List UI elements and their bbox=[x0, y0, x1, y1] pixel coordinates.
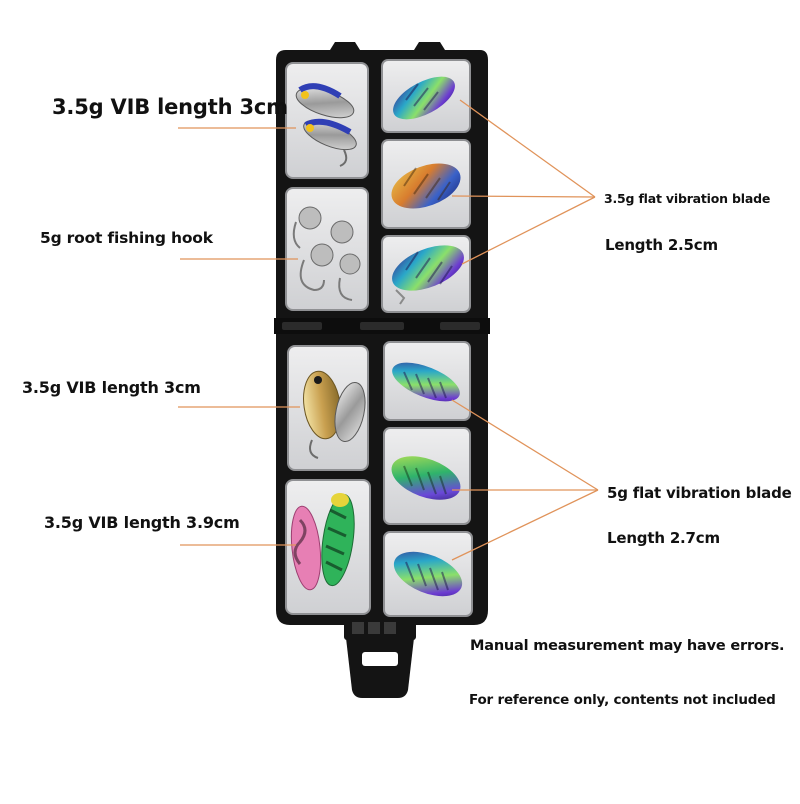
vibration-blade-icon bbox=[391, 163, 461, 209]
vib-lure-icon bbox=[295, 83, 357, 167]
vib-lure-icon bbox=[303, 370, 366, 459]
note-reference: For reference only, contents not include… bbox=[469, 692, 776, 708]
label-vib-bottom-left: 3.5g VIB length 3.9cm bbox=[44, 513, 240, 532]
label-blade-top-length: Length 2.5cm bbox=[605, 236, 718, 254]
jig-hook-icon bbox=[292, 206, 361, 301]
leader-lines bbox=[178, 99, 599, 561]
vibration-blade-icon bbox=[393, 551, 463, 597]
label-blade-bottom-title: 5g flat vibration blade bbox=[607, 484, 792, 502]
vibration-blade-icon bbox=[392, 362, 460, 402]
label-root-fishing-hook: 5g root fishing hook bbox=[40, 229, 213, 247]
vibration-blade-icon bbox=[392, 245, 464, 305]
vibration-blade-icon bbox=[393, 76, 455, 120]
vib-lure-icon bbox=[290, 493, 355, 591]
label-blade-top-title: 3.5g flat vibration blade bbox=[604, 191, 771, 206]
label-vib-mid-left: 3.5g VIB length 3cm bbox=[22, 378, 201, 397]
note-measurement: Manual measurement may have errors. bbox=[470, 638, 785, 654]
label-vib-top-left: 3.5g VIB length 3cm bbox=[52, 95, 288, 119]
vibration-blade-icon bbox=[391, 456, 461, 500]
label-blade-bottom-length: Length 2.7cm bbox=[607, 529, 720, 547]
case-latch bbox=[344, 620, 416, 698]
